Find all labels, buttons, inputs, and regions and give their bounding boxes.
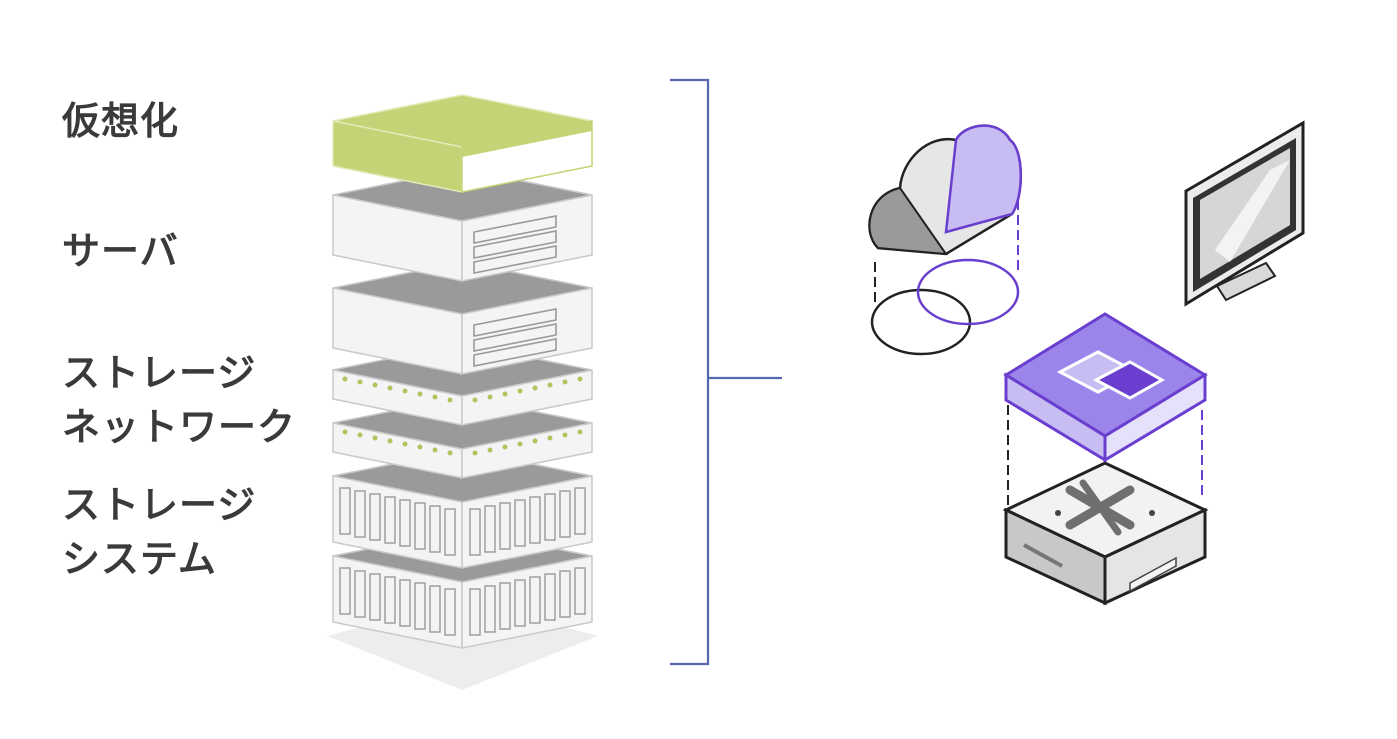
cloud-icon <box>868 124 1022 356</box>
layer-label-storage-network: ストレージ ネットワーク <box>62 351 297 449</box>
storage-array-icon <box>332 529 593 649</box>
bracket-icon <box>670 78 782 666</box>
layer-label-server: サーバ <box>62 229 179 273</box>
layer-label-storage-system: ストレージ システム <box>62 483 257 581</box>
server-unit-icon <box>332 261 593 375</box>
hci-node-icon <box>1002 312 1209 606</box>
server-unit-icon-upper <box>332 168 593 282</box>
layer-label-virtualization: 仮想化 <box>62 99 180 143</box>
monitor-icon <box>1184 120 1305 307</box>
virtualization-layer-icon <box>332 94 593 193</box>
